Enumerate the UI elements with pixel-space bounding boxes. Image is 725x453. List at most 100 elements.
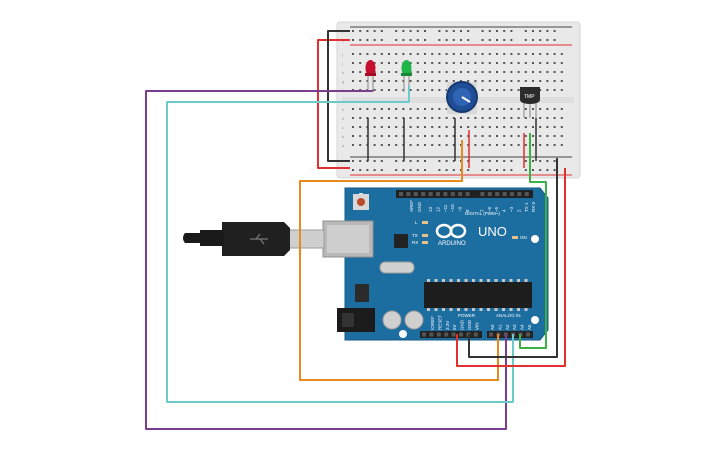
terminal-hole [510, 62, 513, 64]
rail-hole [380, 39, 383, 41]
rail-hole [546, 160, 549, 162]
rail-hole [409, 39, 412, 41]
wire-black-gnd[interactable] [468, 158, 558, 358]
terminal-hole [352, 117, 354, 119]
terminal-hole [510, 53, 513, 55]
digital-pin-label: TX 1 [524, 202, 529, 212]
terminal-hole [496, 53, 498, 55]
chip-pin [472, 279, 475, 282]
terminal-hole [380, 89, 383, 91]
wire-purple-red-led[interactable] [145, 90, 507, 430]
rail-hole [445, 169, 448, 171]
terminal-hole [474, 62, 477, 64]
terminal-hole [388, 117, 390, 119]
wire-red-5v[interactable] [456, 168, 566, 367]
rail-hole [445, 160, 448, 162]
rail-hole [460, 39, 462, 41]
terminal-hole [416, 108, 419, 110]
wire-red-top-rail-loop[interactable] [317, 39, 350, 169]
rail-hole [524, 169, 527, 171]
on-led [512, 236, 518, 239]
terminal-hole [460, 126, 462, 128]
rail-hole [402, 169, 405, 171]
header-hole [421, 192, 426, 196]
terminal-hole [503, 89, 506, 91]
header-hole [429, 332, 434, 337]
wire-green-tmp-signal[interactable] [519, 133, 547, 349]
analog-pin-label: A0 [490, 324, 495, 330]
header-hole [428, 192, 433, 196]
terminal-hole [409, 144, 412, 146]
header-hole [526, 332, 530, 337]
terminal-hole [438, 89, 441, 91]
atmega-chip-pins [427, 279, 528, 311]
usb-cable[interactable] [183, 222, 325, 256]
terminal-hole [445, 144, 448, 146]
rail-hole [488, 30, 491, 32]
rail-hole [496, 160, 498, 162]
power-header-label: POWER [458, 313, 476, 318]
terminal-hole [467, 80, 470, 82]
reset-button-cap[interactable] [357, 198, 365, 206]
terminal-hole [424, 89, 426, 91]
rail-hole [416, 160, 419, 162]
temperature-sensor[interactable]: TMP [520, 87, 540, 118]
header-hole [450, 192, 455, 196]
terminal-hole [388, 80, 390, 82]
rail-hole [438, 39, 441, 41]
wire-teal-green-led[interactable] [166, 86, 514, 403]
wire-orange-pot[interactable] [299, 140, 499, 381]
terminal-hole [438, 144, 441, 146]
terminal-hole [517, 71, 520, 73]
digital-pin-label: RX 0 [531, 201, 536, 212]
terminal-hole [366, 80, 369, 82]
terminal-hole [380, 144, 383, 146]
terminal-hole [438, 126, 441, 128]
terminal-hole [424, 53, 426, 55]
terminal-hole [474, 53, 477, 55]
terminal-hole [496, 144, 498, 146]
rail-hole [532, 30, 534, 32]
rail-hole [496, 30, 498, 32]
terminal-hole [510, 71, 513, 73]
terminal-hole [395, 89, 398, 91]
terminal-hole [560, 71, 563, 73]
terminal-hole [388, 53, 390, 55]
terminal-hole [460, 62, 462, 64]
wire-black-top-rail-loop[interactable] [327, 30, 350, 162]
terminal-hole [460, 53, 462, 55]
analog-pin-label: A3 [512, 324, 517, 330]
terminal-hole [380, 71, 383, 73]
terminal-hole [409, 135, 412, 137]
terminal-hole [546, 126, 549, 128]
rail-hole [395, 160, 398, 162]
rail-hole [460, 30, 462, 32]
rail-hole [488, 39, 491, 41]
terminal-hole [560, 108, 563, 110]
power-pin-label: 3.3V [445, 321, 450, 330]
terminal-hole [546, 62, 549, 64]
terminal-hole [409, 80, 412, 82]
terminal-hole [488, 80, 491, 82]
terminal-hole [496, 108, 498, 110]
terminal-hole [560, 89, 563, 91]
top-rail-plus-label: + [342, 39, 345, 44]
terminal-hole [510, 80, 513, 82]
rail-hole [395, 30, 398, 32]
terminal-hole [431, 135, 434, 137]
digital-pin-label: ~3 [509, 206, 514, 212]
rail-hole [380, 160, 383, 162]
terminal-hole [424, 80, 426, 82]
terminal-hole [560, 53, 563, 55]
potentiometer[interactable] [446, 81, 478, 114]
terminal-hole [445, 71, 448, 73]
chip-pin [509, 279, 513, 282]
model-label: UNO [478, 224, 507, 239]
chip-pin [464, 279, 468, 282]
terminal-hole [524, 126, 527, 128]
red-led[interactable] [365, 60, 376, 92]
terminal-hole [409, 62, 412, 64]
chip-pin [479, 308, 483, 311]
gnd-label: GND [417, 201, 422, 212]
